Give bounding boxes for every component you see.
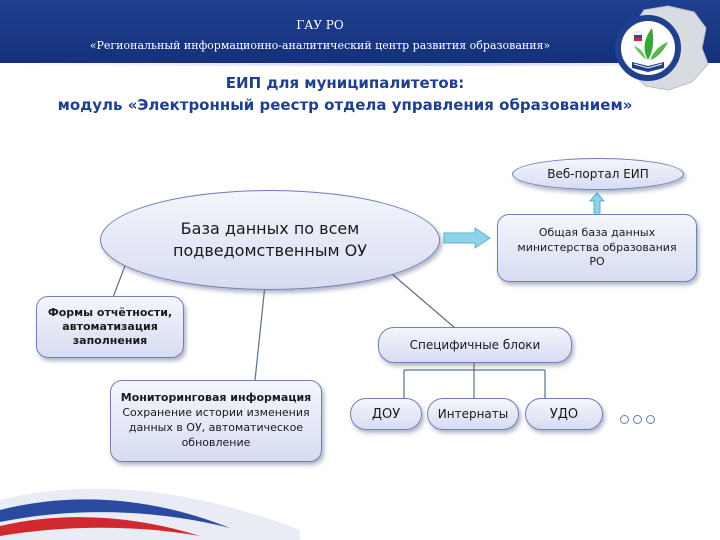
web-portal-node: Веб-портал ЕИП xyxy=(512,158,684,190)
specific-blocks-node: Специфичные блоки xyxy=(378,327,572,363)
right-arrow-icon xyxy=(443,227,491,249)
reports-label-line2: автоматизация xyxy=(48,320,172,334)
ministry-label-line1: Общая база данных xyxy=(517,226,676,241)
monitoring-info-node: Мониторинговая информация Сохранение ист… xyxy=(110,380,322,462)
udo-label: УДО xyxy=(550,407,578,422)
monitoring-label-line2: данных в ОУ, автоматическое xyxy=(121,421,312,436)
specific-blocks-label: Специфичные блоки xyxy=(410,338,541,352)
internaty-label: Интернаты xyxy=(438,407,508,421)
database-label-line1: База данных по всем xyxy=(173,218,367,240)
reports-label-line1: Формы отчётности, xyxy=(48,306,172,320)
ministry-database-node: Общая база данных министерства образован… xyxy=(497,214,697,282)
monitoring-title: Мониторинговая информация xyxy=(121,391,312,406)
udo-node: УДО xyxy=(525,398,603,430)
database-label-line2: подведомственным ОУ xyxy=(173,240,367,262)
reports-label-line3: заполнения xyxy=(48,334,172,348)
dou-label: ДОУ xyxy=(372,407,400,422)
dot xyxy=(620,415,629,424)
dou-node: ДОУ xyxy=(350,398,422,430)
database-node: База данных по всем подведомственным ОУ xyxy=(100,190,440,290)
footer-decoration xyxy=(0,470,720,540)
ministry-label-line3: РО xyxy=(517,255,676,270)
dot xyxy=(633,415,642,424)
dot xyxy=(646,415,655,424)
reporting-forms-node: Формы отчётности, автоматизация заполнен… xyxy=(36,296,184,358)
monitoring-label-line3: обновление xyxy=(121,436,312,451)
monitoring-label-line1: Сохранение истории изменения xyxy=(121,406,312,421)
up-arrow-icon xyxy=(589,192,605,214)
more-dots-icon xyxy=(620,415,655,424)
ministry-label-line2: министерства образования xyxy=(517,241,676,256)
internaty-node: Интернаты xyxy=(427,398,519,430)
web-portal-label: Веб-портал ЕИП xyxy=(547,167,649,181)
